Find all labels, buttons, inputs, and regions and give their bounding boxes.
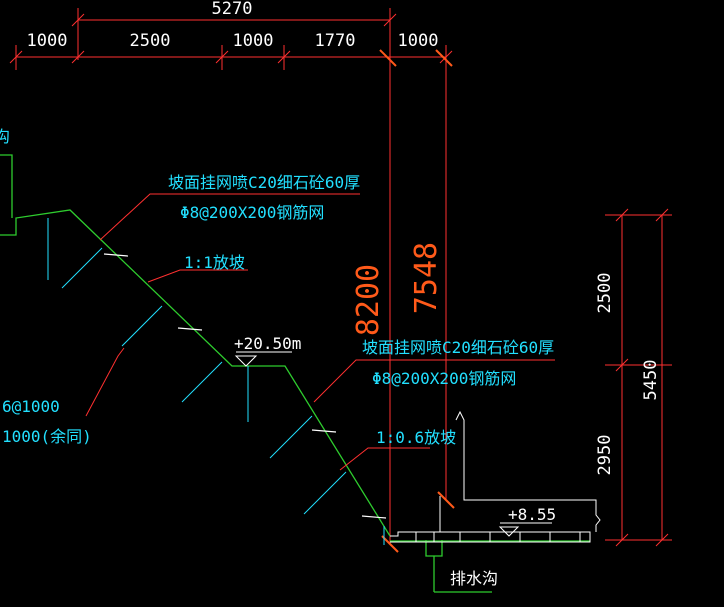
berm-elevation-label: +20.50m xyxy=(234,334,301,353)
dim-seg-4: 1770 xyxy=(315,31,356,51)
anchor-heads xyxy=(103,253,387,519)
upper-spray-line1: 坡面挂网喷C20细石砼60厚 xyxy=(168,173,360,192)
lower-spray-line2: Φ8@200X200钢筋网 xyxy=(372,369,516,388)
left-partial-label: 沟 xyxy=(0,127,10,146)
top-dimension-chain xyxy=(9,8,453,70)
dim-2500-vertical: 2500 xyxy=(595,273,615,314)
dim-5450-vertical: 5450 xyxy=(641,360,661,401)
dim-seg-5: 1000 xyxy=(398,31,439,51)
right-dimension-chain xyxy=(605,208,672,547)
anchor-spacing-line1: 6@1000 xyxy=(2,397,60,416)
base-elevation-label: +8.55 xyxy=(508,505,556,524)
slope-upper-label: 1:1放坡 xyxy=(184,253,245,272)
dim-seg-1: 1000 xyxy=(27,31,68,51)
elevation-markers xyxy=(234,351,552,537)
vertical-dimension-lines xyxy=(389,60,447,545)
anchor-spacing-line2: 1000(余同) xyxy=(2,427,92,446)
dim-8200: 8200 xyxy=(351,264,386,336)
base-structure xyxy=(390,410,601,543)
slope-lower-label: 1:0.6放坡 xyxy=(376,428,456,447)
upper-spray-line2: Φ8@200X200钢筋网 xyxy=(180,203,324,222)
top-dimension-orange-ticks xyxy=(379,49,453,67)
anchor-nails xyxy=(47,218,385,545)
dim-2950-vertical: 2950 xyxy=(595,435,615,476)
leader-lines xyxy=(85,193,555,471)
dim-7548: 7548 xyxy=(409,242,444,314)
lower-spray-line1: 坡面挂网喷C20细石砼60厚 xyxy=(362,338,554,357)
dim-overall-5270: 5270 xyxy=(212,0,253,19)
dim-seg-2: 2500 xyxy=(130,31,171,51)
drain-ditch-label: 排水沟 xyxy=(450,569,498,588)
vertical-dimension-orange-ticks xyxy=(381,491,455,553)
dim-seg-3: 1000 xyxy=(233,31,274,51)
